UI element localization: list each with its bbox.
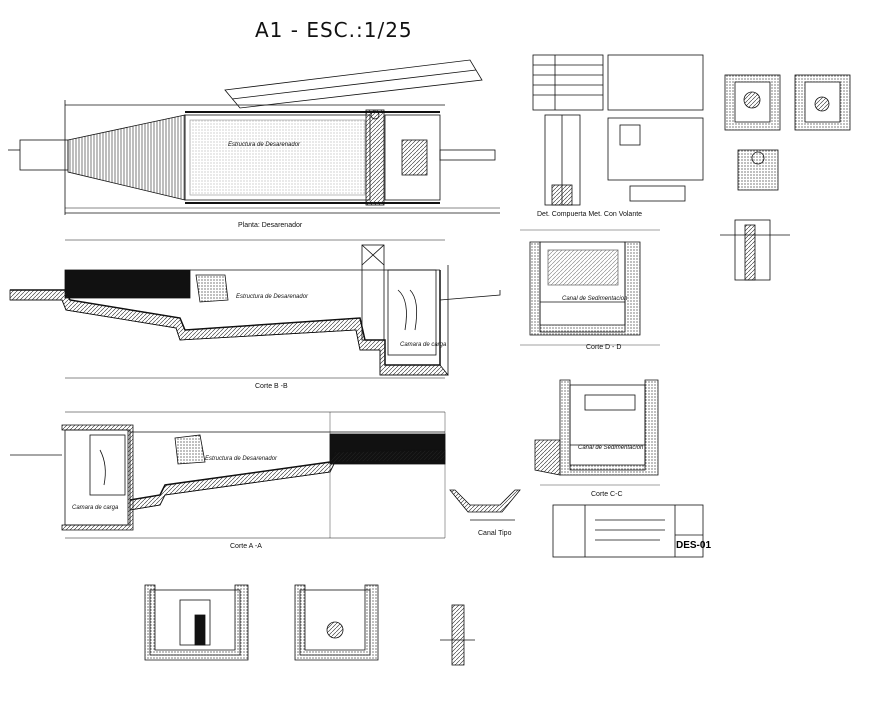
label-estructura-aa: Estructura de Desarenador	[205, 456, 278, 462]
caption-plan: Planta: Desarenador	[238, 222, 303, 229]
canal-tipo	[449, 489, 521, 521]
sheet-title: A1 - ESC.:1/25	[255, 18, 413, 42]
gate-detail	[532, 54, 704, 206]
title-block	[552, 504, 704, 558]
label-estructura-bb: Estructura de Desarenador	[236, 294, 309, 300]
caption-corte-cc: Corte C-C	[591, 491, 623, 498]
caption-corte-dd: Corte D - D	[586, 344, 622, 351]
section-dd	[520, 229, 660, 346]
caption-corte-bb: Corte B -B	[255, 383, 288, 390]
plan-view	[8, 59, 500, 215]
sheet-code: DES-01	[676, 540, 712, 551]
section-bb	[9, 239, 501, 379]
label-estructura-plan: Estructura de Desarenador	[228, 142, 301, 148]
section-aa	[10, 411, 446, 539]
label-camara-bb: Camara de carga	[400, 342, 447, 348]
caption-canal-tipo: Canal Tipo	[478, 530, 512, 537]
label-canal-sed-cc: Canal de Sedimentacion	[578, 445, 644, 451]
bottom-details	[144, 584, 475, 666]
caption-corte-aa: Corte A -A	[230, 543, 262, 550]
right-details	[720, 74, 851, 281]
label-canal-sed-dd: Canal de Sedimentacion	[562, 296, 628, 302]
label-camara-aa: Camara de carga	[72, 505, 119, 511]
caption-det-compuerta: Det. Compuerta Met. Con Volante	[537, 211, 643, 218]
section-cc	[534, 379, 660, 486]
